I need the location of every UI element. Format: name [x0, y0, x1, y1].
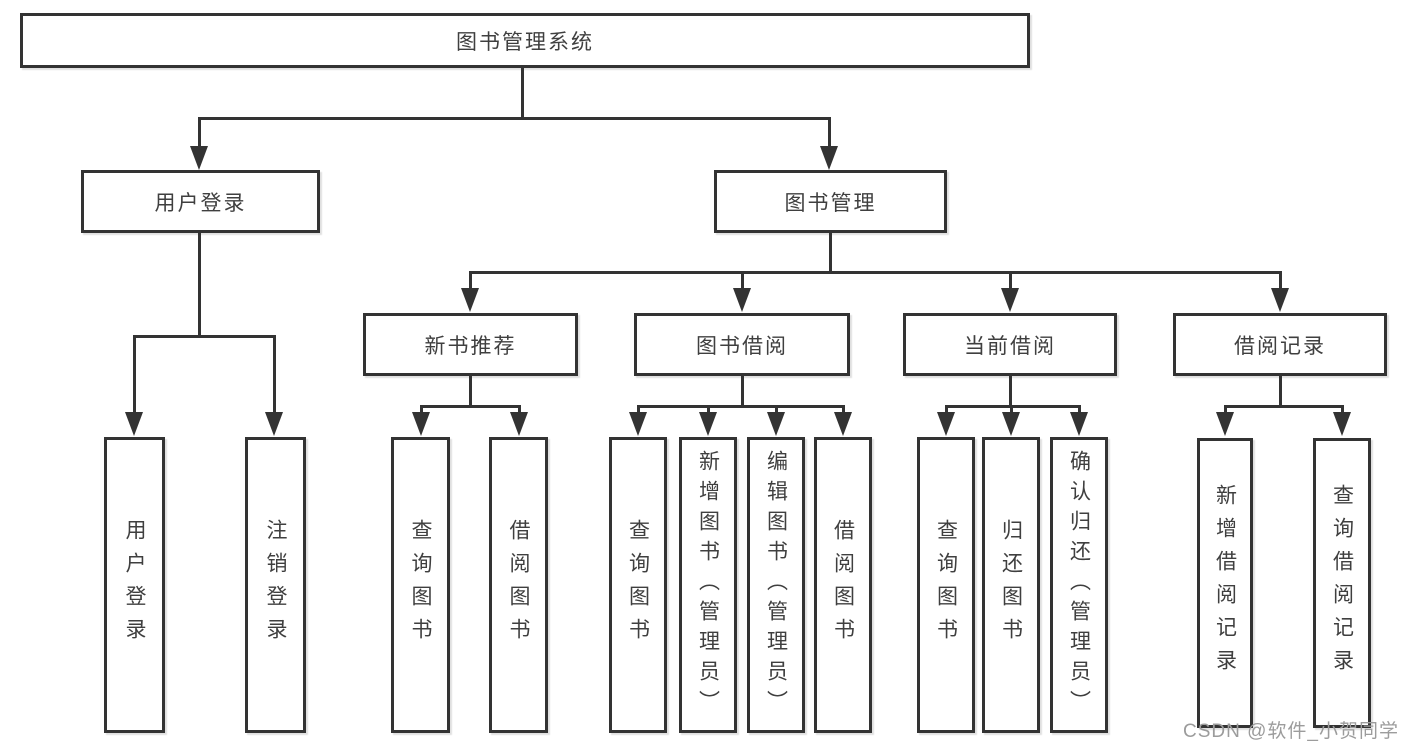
leaf-label: 查询图书: [626, 519, 650, 651]
arrow-down-icon: [834, 412, 852, 436]
leaf-label: 注销登录: [264, 519, 287, 651]
leaf-logout: 注销登录: [245, 437, 306, 733]
node-root-system: 图书管理系统: [20, 13, 1030, 68]
leaf-edit-book-admin: 编辑图书（管理员）: [747, 437, 805, 733]
connector-line: [1009, 271, 1012, 293]
connector-line: [707, 405, 710, 417]
arrow-down-icon: [1333, 412, 1351, 436]
connector-line: [1279, 271, 1282, 293]
leaf-label: 新增借阅记录: [1213, 484, 1237, 682]
leaf-query-borrow-record: 查询借阅记录: [1313, 438, 1371, 728]
connector-line: [637, 405, 845, 408]
connector-line: [1224, 405, 1227, 417]
connector-line: [1078, 405, 1081, 417]
leaf-label: 用户登录: [123, 519, 146, 651]
leaf-add-borrow-record: 新增借阅记录: [1197, 438, 1253, 728]
connector-line: [1010, 405, 1013, 417]
leaf-borrow-books-recommend: 借阅图书: [489, 437, 548, 733]
arrow-down-icon: [767, 412, 785, 436]
leaf-label: 借阅图书: [507, 519, 530, 651]
connector-line: [469, 271, 1281, 274]
node-current-borrow: 当前借阅: [903, 313, 1117, 376]
arrow-down-icon: [937, 412, 955, 436]
connector-line: [420, 405, 520, 408]
arrow-down-icon: [510, 412, 528, 436]
connector-line: [1009, 376, 1012, 407]
node-new-book-recommend: 新书推荐: [363, 313, 578, 376]
connector-line: [518, 405, 521, 417]
leaf-label: 查询图书: [934, 519, 958, 651]
node-book-management: 图书管理: [714, 170, 947, 233]
connector-line: [133, 335, 136, 415]
leaf-label: 查询借阅记录: [1330, 484, 1354, 682]
connector-line: [637, 405, 640, 417]
arrow-down-icon: [699, 412, 717, 436]
leaf-label: 借阅图书: [831, 519, 855, 651]
connector-line: [420, 405, 423, 417]
node-borrow-record: 借阅记录: [1173, 313, 1387, 376]
connector-line: [829, 231, 832, 271]
arrow-down-icon: [1216, 412, 1234, 436]
connector-line: [198, 231, 201, 335]
node-user-login: 用户登录: [81, 170, 320, 233]
leaf-label: 确认归还（管理员）: [1067, 450, 1091, 720]
connector-line: [198, 117, 201, 149]
arrow-down-icon: [1002, 412, 1020, 436]
leaf-label: 查询图书: [409, 519, 432, 651]
leaf-confirm-return-admin: 确认归还（管理员）: [1050, 437, 1108, 733]
connector-line: [469, 271, 472, 293]
connector-line: [133, 335, 276, 338]
arrow-down-icon: [1001, 288, 1019, 312]
connector-line: [1341, 405, 1344, 417]
leaf-label: 新增图书（管理员）: [696, 450, 720, 720]
connector-line: [741, 376, 744, 407]
connector-line: [1279, 376, 1282, 407]
arrow-down-icon: [265, 412, 283, 436]
leaf-user-login: 用户登录: [104, 437, 165, 733]
leaf-query-books-recommend: 查询图书: [391, 437, 450, 733]
node-book-borrow: 图书借阅: [634, 313, 850, 376]
leaf-borrow-books: 借阅图书: [814, 437, 872, 733]
leaf-label: 归还图书: [999, 519, 1023, 651]
connector-line: [1224, 405, 1343, 408]
arrow-down-icon: [461, 288, 479, 312]
connector-line: [273, 335, 276, 415]
arrow-down-icon: [733, 288, 751, 312]
arrow-down-icon: [1070, 412, 1088, 436]
arrow-down-icon: [629, 412, 647, 436]
connector-line: [741, 271, 744, 293]
arrow-down-icon: [1271, 288, 1289, 312]
connector-line: [828, 117, 831, 149]
arrow-down-icon: [412, 412, 430, 436]
leaf-add-book-admin: 新增图书（管理员）: [679, 437, 737, 733]
leaf-query-books-borrow: 查询图书: [609, 437, 667, 733]
connector-line: [469, 376, 472, 407]
leaf-query-books-current: 查询图书: [917, 437, 975, 733]
leaf-label: 编辑图书（管理员）: [764, 450, 788, 720]
connector-line: [198, 117, 831, 120]
arrow-down-icon: [820, 146, 838, 170]
arrow-down-icon: [190, 146, 208, 170]
arrow-down-icon: [125, 412, 143, 436]
connector-line: [945, 405, 948, 417]
connector-line: [842, 405, 845, 417]
csdn-watermark: CSDN @软件_小贺同学: [1183, 721, 1399, 742]
connector-line: [775, 405, 778, 417]
leaf-return-books: 归还图书: [982, 437, 1040, 733]
connector-line: [521, 66, 524, 117]
